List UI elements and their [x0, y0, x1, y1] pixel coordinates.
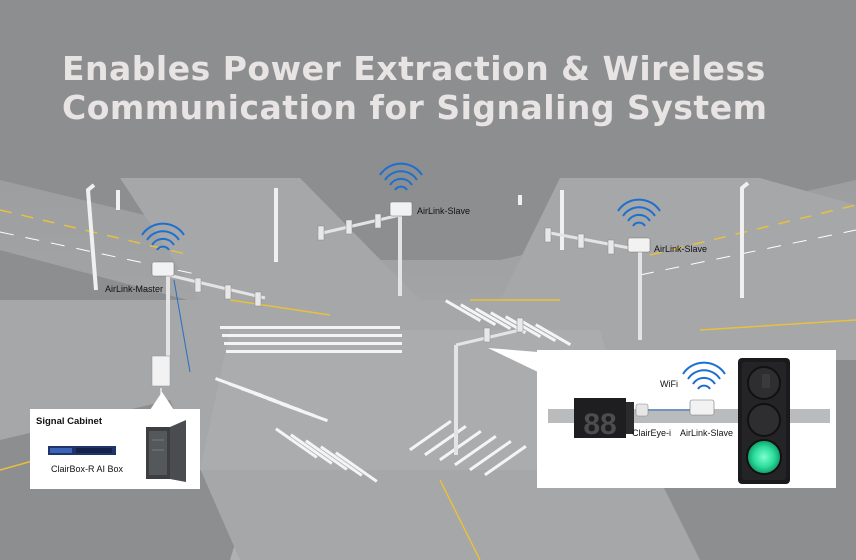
airlink-slave-right-device — [617, 198, 661, 253]
airlink-slave-top-device — [379, 162, 423, 217]
signal-cabinet-inset: Signal Cabinet ClairBox-R AI Box — [30, 392, 200, 489]
airlink-master-label: AirLink-Master — [105, 284, 163, 294]
traffic-light — [738, 358, 790, 484]
street-lamps — [85, 181, 750, 298]
airlink-slave-inset-device — [682, 361, 726, 416]
airlink-slave-right-label: AirLink-Slave — [654, 244, 707, 254]
countdown-display: 88 — [574, 398, 634, 441]
clair-eye-camera — [635, 403, 690, 417]
claireye-label: ClairEye-i — [632, 428, 671, 438]
airlink-slave-inset-label: AirLink-Slave — [680, 428, 733, 438]
wifi-label: WiFi — [660, 379, 678, 389]
countdown-digits: 88 — [583, 408, 616, 441]
airlink-master-device — [141, 222, 185, 277]
crosswalks — [214, 299, 572, 483]
page-title-line-1: Enables Power Extraction & Wireless — [62, 49, 766, 88]
ai-box-device — [48, 446, 116, 455]
ai-box-label: ClairBox-R AI Box — [51, 464, 124, 474]
signal-cabinet-title: Signal Cabinet — [36, 416, 103, 427]
cabinet-device — [146, 420, 186, 482]
airlink-slave-top-label: AirLink-Slave — [417, 206, 470, 216]
signal-poles — [166, 212, 642, 455]
signal-head-inset: 88 WiFi ClairEye-i AirLink-Slave — [488, 348, 836, 488]
page-title-line-2: Communication for Signaling System — [62, 88, 767, 127]
green-light-icon — [746, 439, 782, 475]
